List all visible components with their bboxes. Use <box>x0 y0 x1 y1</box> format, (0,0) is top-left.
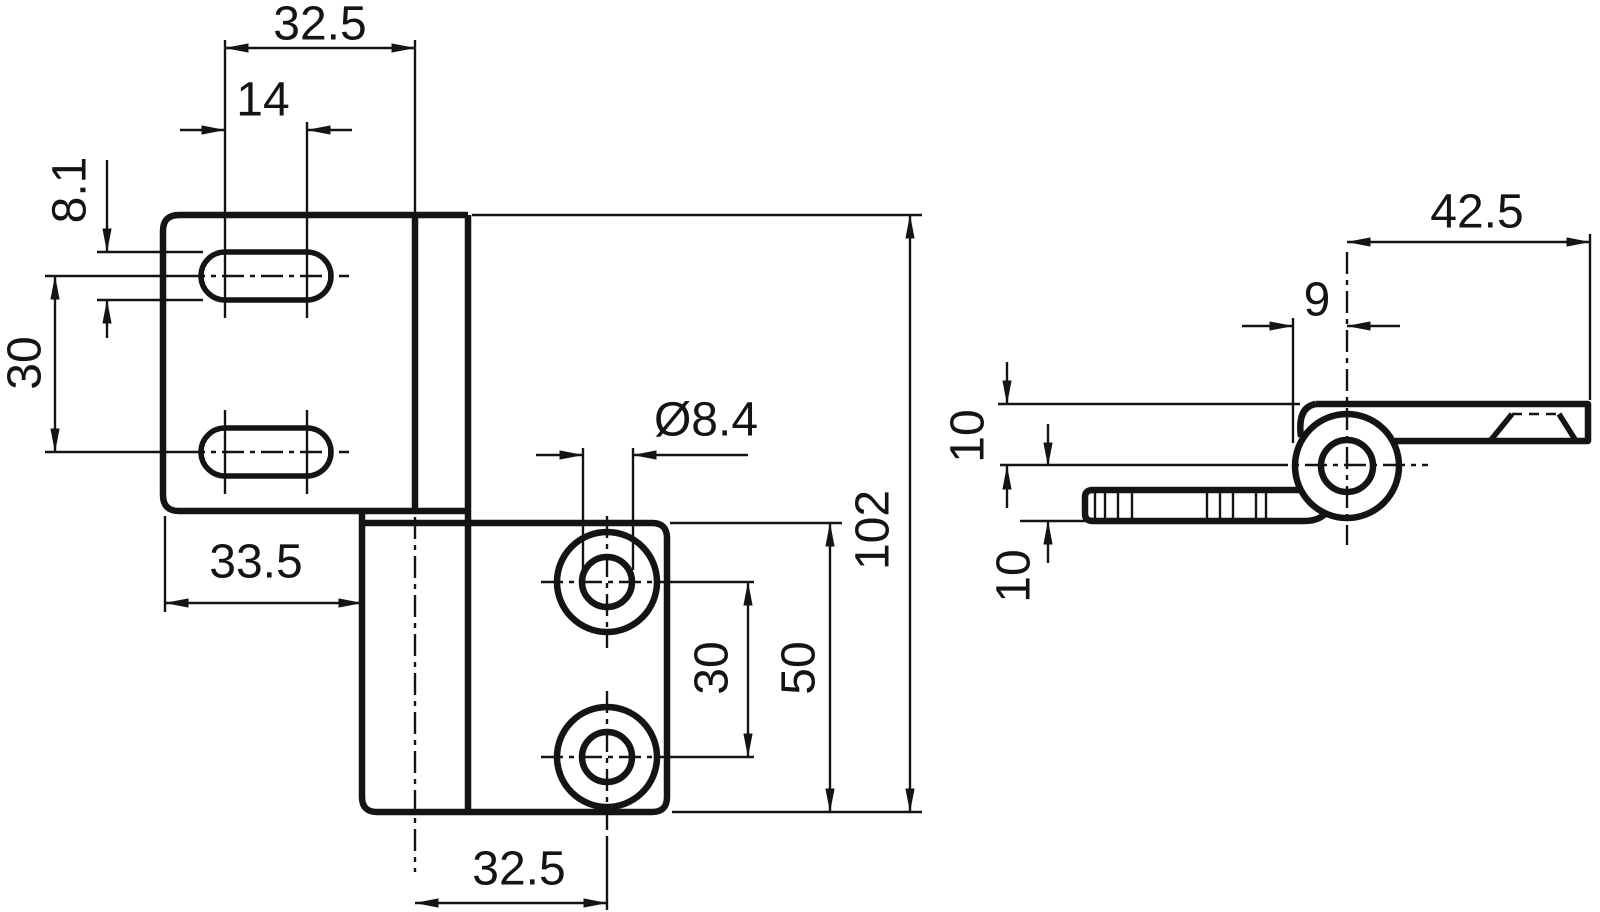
front-extension-lines <box>45 40 922 910</box>
countersink-cone-right <box>1556 412 1579 443</box>
top-leaf-profile <box>1316 400 1592 445</box>
bottom-leaf-serration-ticks <box>1093 492 1268 519</box>
dim-knuckle-radius: 9 <box>1304 274 1331 327</box>
front-centerlines <box>183 274 674 872</box>
top-leaf-curl-transition <box>1297 400 1317 438</box>
dim-upper-leaf-width: 33.5 <box>209 536 302 589</box>
front-dimension-lines <box>50 43 915 908</box>
dim-slot-center-to-axis: 32.5 <box>273 0 366 51</box>
dim-slot-width: 8.1 <box>44 157 97 224</box>
dim-slot-vertical-spacing: 30 <box>0 336 52 389</box>
side-dimension-lines <box>1002 237 1591 563</box>
dim-leaf-length: 42.5 <box>1430 186 1523 239</box>
countersink-cone-left <box>1487 412 1515 443</box>
dim-overall-height: 102 <box>847 490 900 570</box>
dim-axis-to-hole-center: 32.5 <box>472 843 565 896</box>
front-view: 32.5 14 8.1 30 33.5 Ø8.4 30 50 102 32.5 <box>0 0 922 910</box>
dim-hole-diameter: Ø8.4 <box>654 394 758 447</box>
dim-hole-vertical-spacing: 30 <box>686 641 739 694</box>
side-centerlines <box>1000 252 1428 545</box>
dim-slot-pair-spacing: 14 <box>236 74 289 127</box>
side-view: 42.5 9 10 10 <box>942 186 1592 603</box>
dim-lower-leaf-height: 50 <box>773 641 826 694</box>
bottom-leaf-profile <box>1081 486 1330 525</box>
dim-axis-to-bottom-face: 10 <box>988 549 1041 602</box>
upper-leaf-outline <box>159 211 468 515</box>
dim-top-face-to-axis: 10 <box>942 409 995 462</box>
lower-leaf-outline <box>358 511 671 816</box>
